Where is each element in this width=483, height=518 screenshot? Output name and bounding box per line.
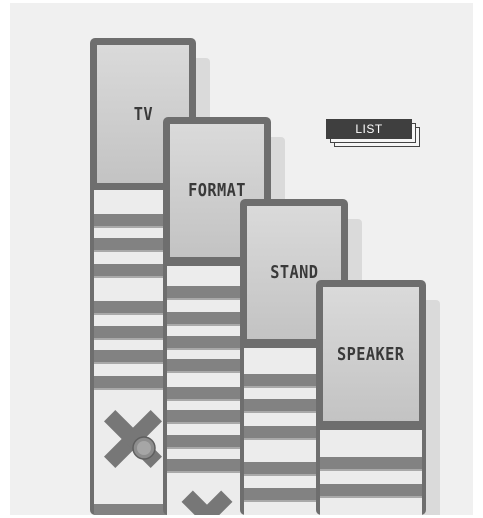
card-screen[interactable]: SPEAKER xyxy=(323,287,419,421)
cross-icon xyxy=(181,490,233,515)
list-button-face[interactable]: LIST xyxy=(326,119,412,139)
card-label: TV xyxy=(133,103,153,125)
card-body xyxy=(320,430,422,515)
list-button[interactable]: LIST xyxy=(326,119,420,147)
menu-stage: LIST TV xyxy=(10,3,473,515)
card-label: SPEAKER xyxy=(337,343,405,365)
card-label: STAND xyxy=(269,262,319,283)
cross-knob-icon xyxy=(104,410,162,468)
list-button-label: LIST xyxy=(355,122,383,136)
bar-item xyxy=(320,457,422,471)
bar-item xyxy=(94,504,192,515)
card-label: FORMAT xyxy=(188,180,246,201)
card-speaker[interactable]: SPEAKER xyxy=(316,280,440,515)
bar-item xyxy=(320,484,422,498)
